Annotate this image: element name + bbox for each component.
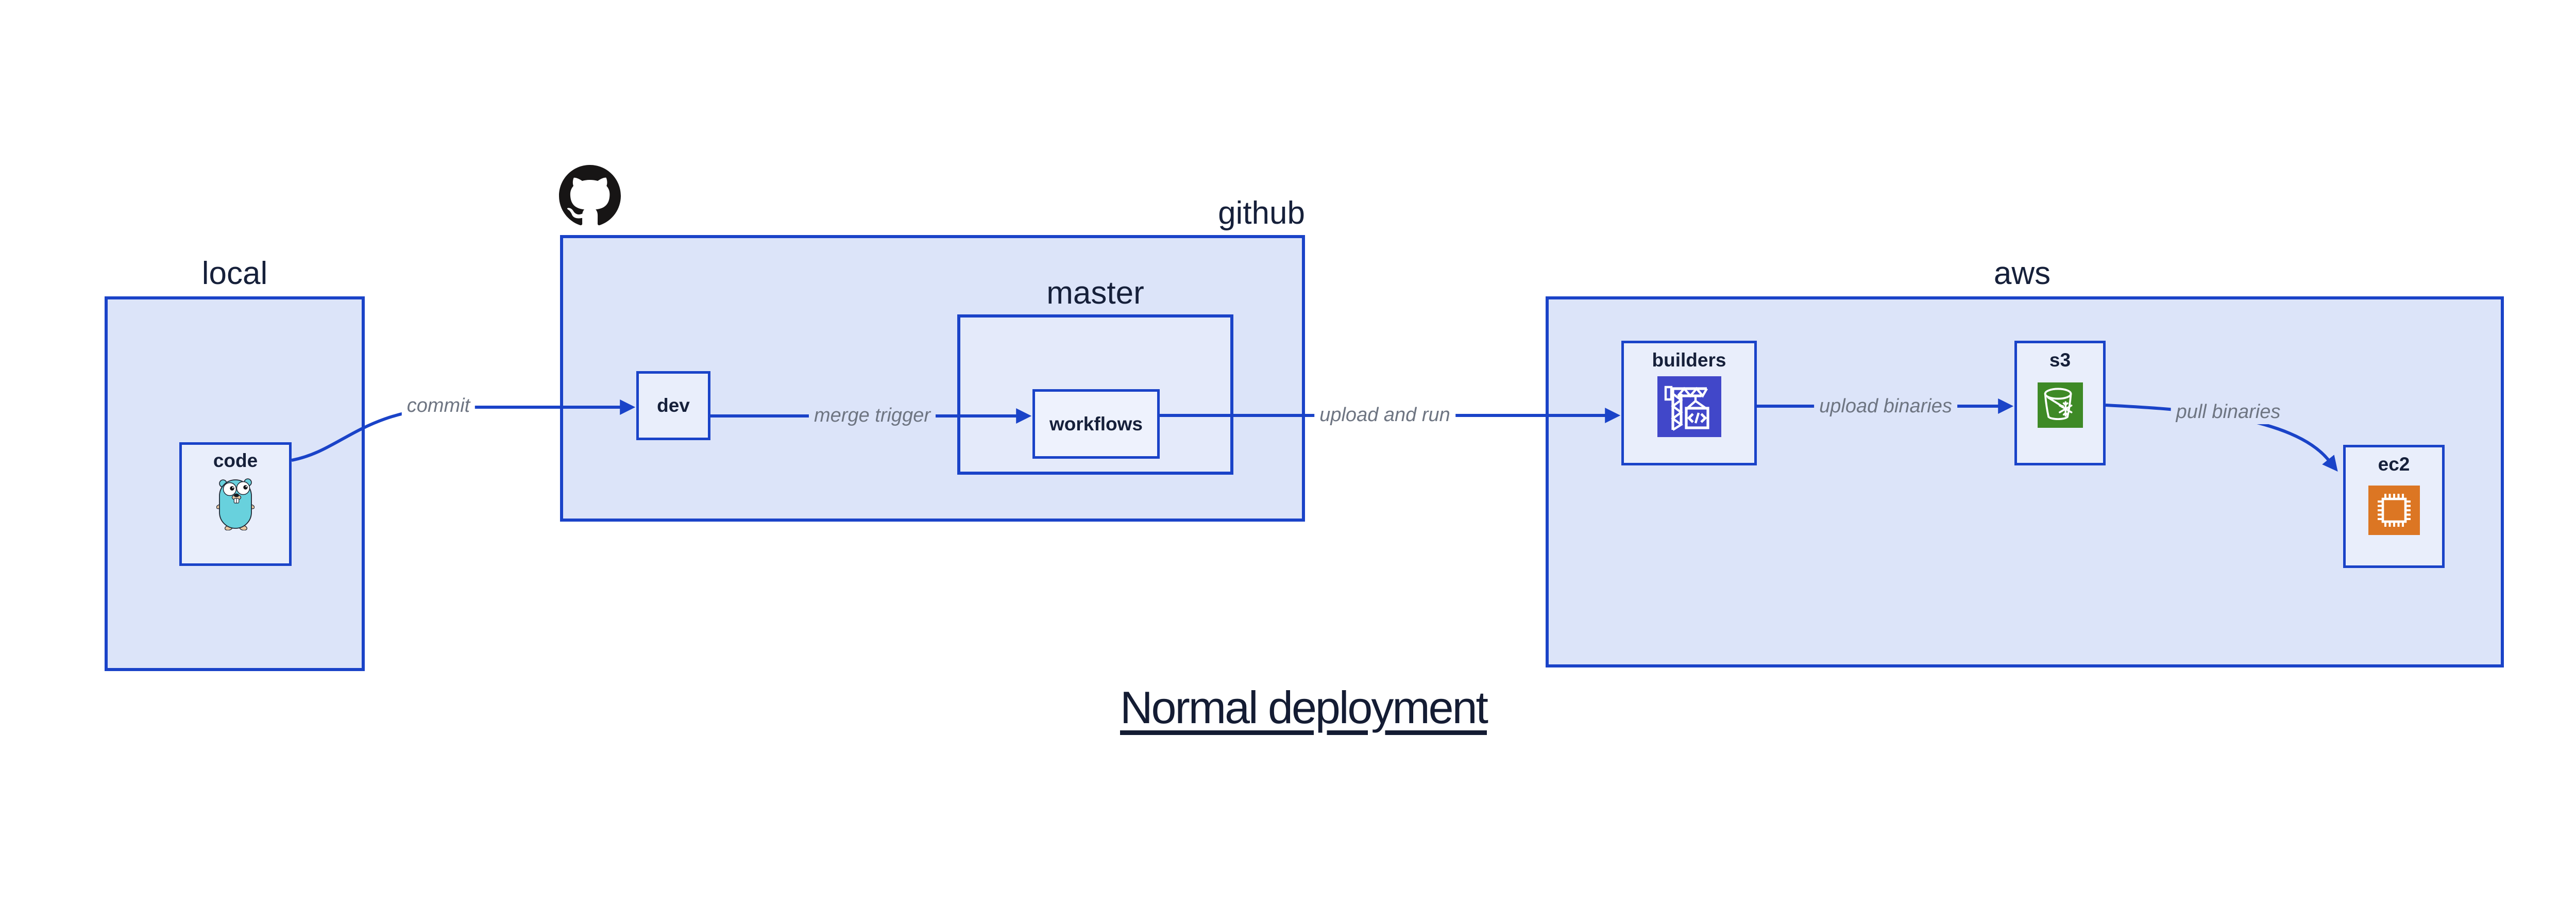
node-dev-label: dev xyxy=(657,395,690,416)
node-code-label: code xyxy=(213,450,258,471)
node-workflows: workflows xyxy=(1032,389,1160,459)
node-dev: dev xyxy=(636,371,710,440)
codebuild-crane-icon xyxy=(1657,376,1721,437)
s3-bucket-snowflake-icon xyxy=(2037,382,2083,428)
node-ec2: ec2 xyxy=(2343,445,2445,568)
github-octocat-icon xyxy=(559,165,621,226)
edge-label-pull-binaries: pull binaries xyxy=(2171,399,2286,424)
ec2-chip-icon xyxy=(2368,486,2420,535)
node-s3-label: s3 xyxy=(2049,349,2071,371)
node-s3: s3 xyxy=(2014,341,2106,465)
edge-label-upload-binaries: upload binaries xyxy=(1814,394,1957,419)
local-group-label: local xyxy=(201,256,268,291)
go-gopher-icon xyxy=(216,478,255,530)
edge-label-commit: commit xyxy=(401,393,476,418)
node-workflows-label: workflows xyxy=(1049,413,1143,435)
node-ec2-label: ec2 xyxy=(2378,454,2410,475)
node-builders-label: builders xyxy=(1652,349,1726,371)
aws-group-label: aws xyxy=(1993,256,2051,291)
master-group-label: master xyxy=(1046,275,1144,311)
node-code: code xyxy=(179,442,292,566)
diagram-title: Normal deployment xyxy=(1120,682,1488,733)
github-group-label: github xyxy=(1218,195,1305,231)
edge-label-upload-and-run: upload and run xyxy=(1314,403,1455,427)
node-builders: builders xyxy=(1621,341,1757,465)
edge-label-merge-trigger: merge trigger xyxy=(809,403,936,428)
